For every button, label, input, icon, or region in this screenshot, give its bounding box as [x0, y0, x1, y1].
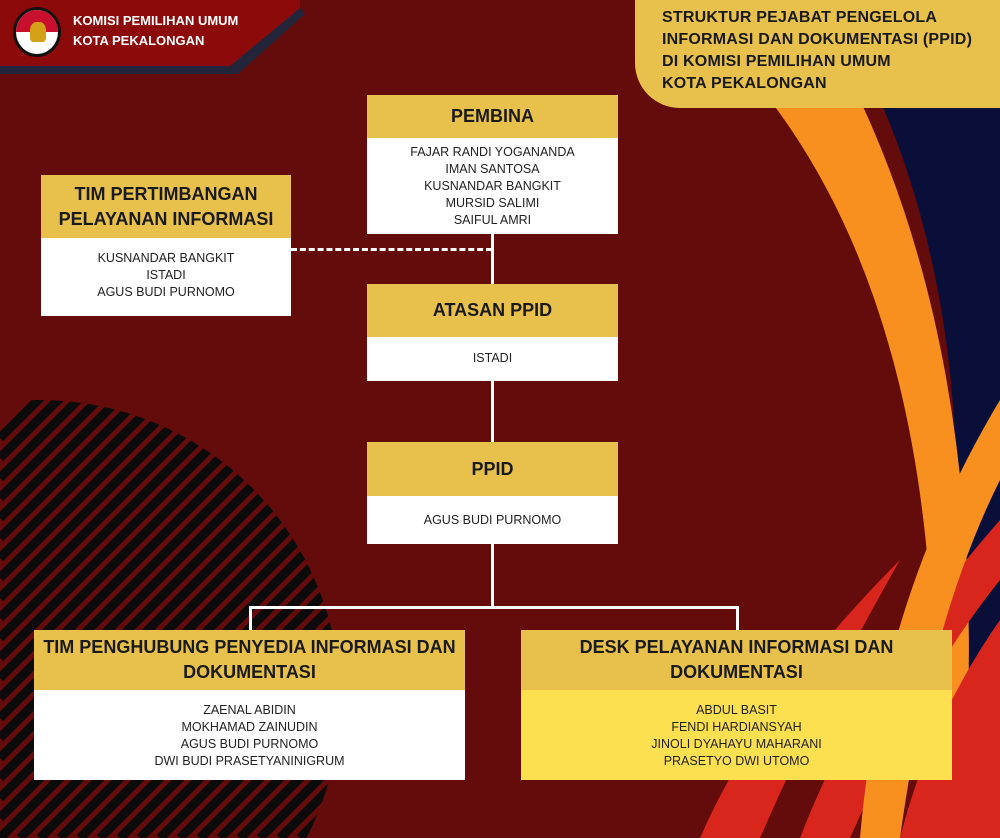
title-line: KOTA PEKALONGAN [662, 75, 827, 92]
member: ISTADI [146, 268, 186, 282]
member: FAJAR RANDI YOGANANDA [410, 145, 575, 159]
member-list: FAJAR RANDI YOGANANDA IMAN SANTOSA KUSNA… [367, 138, 618, 234]
box-pembina: PEMBINA FAJAR RANDI YOGANANDA IMAN SANTO… [367, 95, 618, 234]
member: KUSNANDAR BANGKIT [424, 179, 561, 193]
garuda-icon [30, 22, 46, 42]
member: JINOLI DYAHAYU MAHARANI [651, 737, 822, 751]
box-tim-penghubung: TIM PENGHUBUNG PENYEDIA INFORMASI DAN DO… [34, 630, 465, 780]
box-title: TIM PERTIMBANGAN PELAYANAN INFORMASI [41, 175, 291, 238]
connector [491, 234, 494, 284]
member: ISTADI [472, 351, 513, 365]
title-line: STRUKTUR PEJABAT PENGELOLA [662, 9, 938, 26]
dashed-connector [291, 248, 492, 251]
org-line1: KOMISI PEMILIHAN UMUM [73, 13, 239, 28]
member-list: KUSNANDAR BANGKIT ISTADI AGUS BUDI PURNO… [41, 238, 291, 316]
member-list: AGUS BUDI PURNOMO [367, 496, 618, 544]
member: AGUS BUDI PURNOMO [423, 513, 562, 527]
title-line: PELAYANAN INFORMASI [58, 208, 274, 229]
box-tim-pertimbangan: TIM PERTIMBANGAN PELAYANAN INFORMASI KUS… [41, 175, 291, 316]
connector [249, 606, 739, 609]
org-line2: KOTA PEKALONGAN [73, 33, 205, 48]
box-title: PEMBINA [367, 95, 618, 138]
member: PRASETYO DWI UTOMO [663, 754, 810, 768]
member: ABDUL BASIT [696, 703, 777, 717]
member: DWI BUDI PRASETYANINIGRUM [154, 754, 345, 768]
connector [736, 606, 739, 630]
box-desk-pelayanan: DESK PELAYANAN INFORMASI DAN DOKUMENTASI… [521, 630, 952, 780]
connector [491, 381, 494, 442]
box-title: PPID [367, 442, 618, 496]
box-title: ATASAN PPID [367, 284, 618, 337]
member: AGUS BUDI PURNOMO [180, 737, 319, 751]
box-title: TIM PENGHUBUNG PENYEDIA INFORMASI DAN DO… [34, 630, 465, 690]
member: SAIFUL AMRI [453, 213, 532, 227]
member: MURSID SALIMI [445, 196, 540, 210]
kpu-logo [13, 7, 61, 57]
title-line: DI KOMISI PEMILIHAN UMUM [662, 53, 891, 70]
member: IMAN SANTOSA [445, 162, 540, 176]
connector [491, 544, 494, 607]
title-line: DESK PELAYANAN INFORMASI DAN [579, 637, 894, 657]
member: ZAENAL ABIDIN [203, 703, 296, 717]
member: KUSNANDAR BANGKIT [97, 251, 235, 265]
title-line: DOKUMENTASI [670, 662, 803, 682]
member-list: ABDUL BASIT FENDI HARDIANSYAH JINOLI DYA… [521, 690, 952, 780]
member: AGUS BUDI PURNOMO [97, 285, 235, 299]
box-ppid: PPID AGUS BUDI PURNOMO [367, 442, 618, 544]
title-line: TIM PENGHUBUNG PENYEDIA INFORMASI DAN [43, 637, 456, 657]
member: FENDI HARDIANSYAH [671, 720, 802, 734]
title-line: TIM PERTIMBANGAN [74, 183, 258, 204]
box-atasan-ppid: ATASAN PPID ISTADI [367, 284, 618, 381]
member: MOKHAMAD ZAINUDIN [181, 720, 318, 734]
page-title: STRUKTUR PEJABAT PENGELOLA INFORMASI DAN… [635, 0, 1000, 108]
title-line: DOKUMENTASI [183, 662, 316, 682]
connector [249, 606, 252, 630]
member-list: ZAENAL ABIDIN MOKHAMAD ZAINUDIN AGUS BUD… [34, 690, 465, 780]
box-title: DESK PELAYANAN INFORMASI DAN DOKUMENTASI [521, 630, 952, 690]
member-list: ISTADI [367, 337, 618, 381]
title-line: INFORMASI DAN DOKUMENTASI (PPID) [662, 31, 973, 48]
organization-name: KOMISI PEMILIHAN UMUM KOTA PEKALONGAN [73, 11, 238, 51]
